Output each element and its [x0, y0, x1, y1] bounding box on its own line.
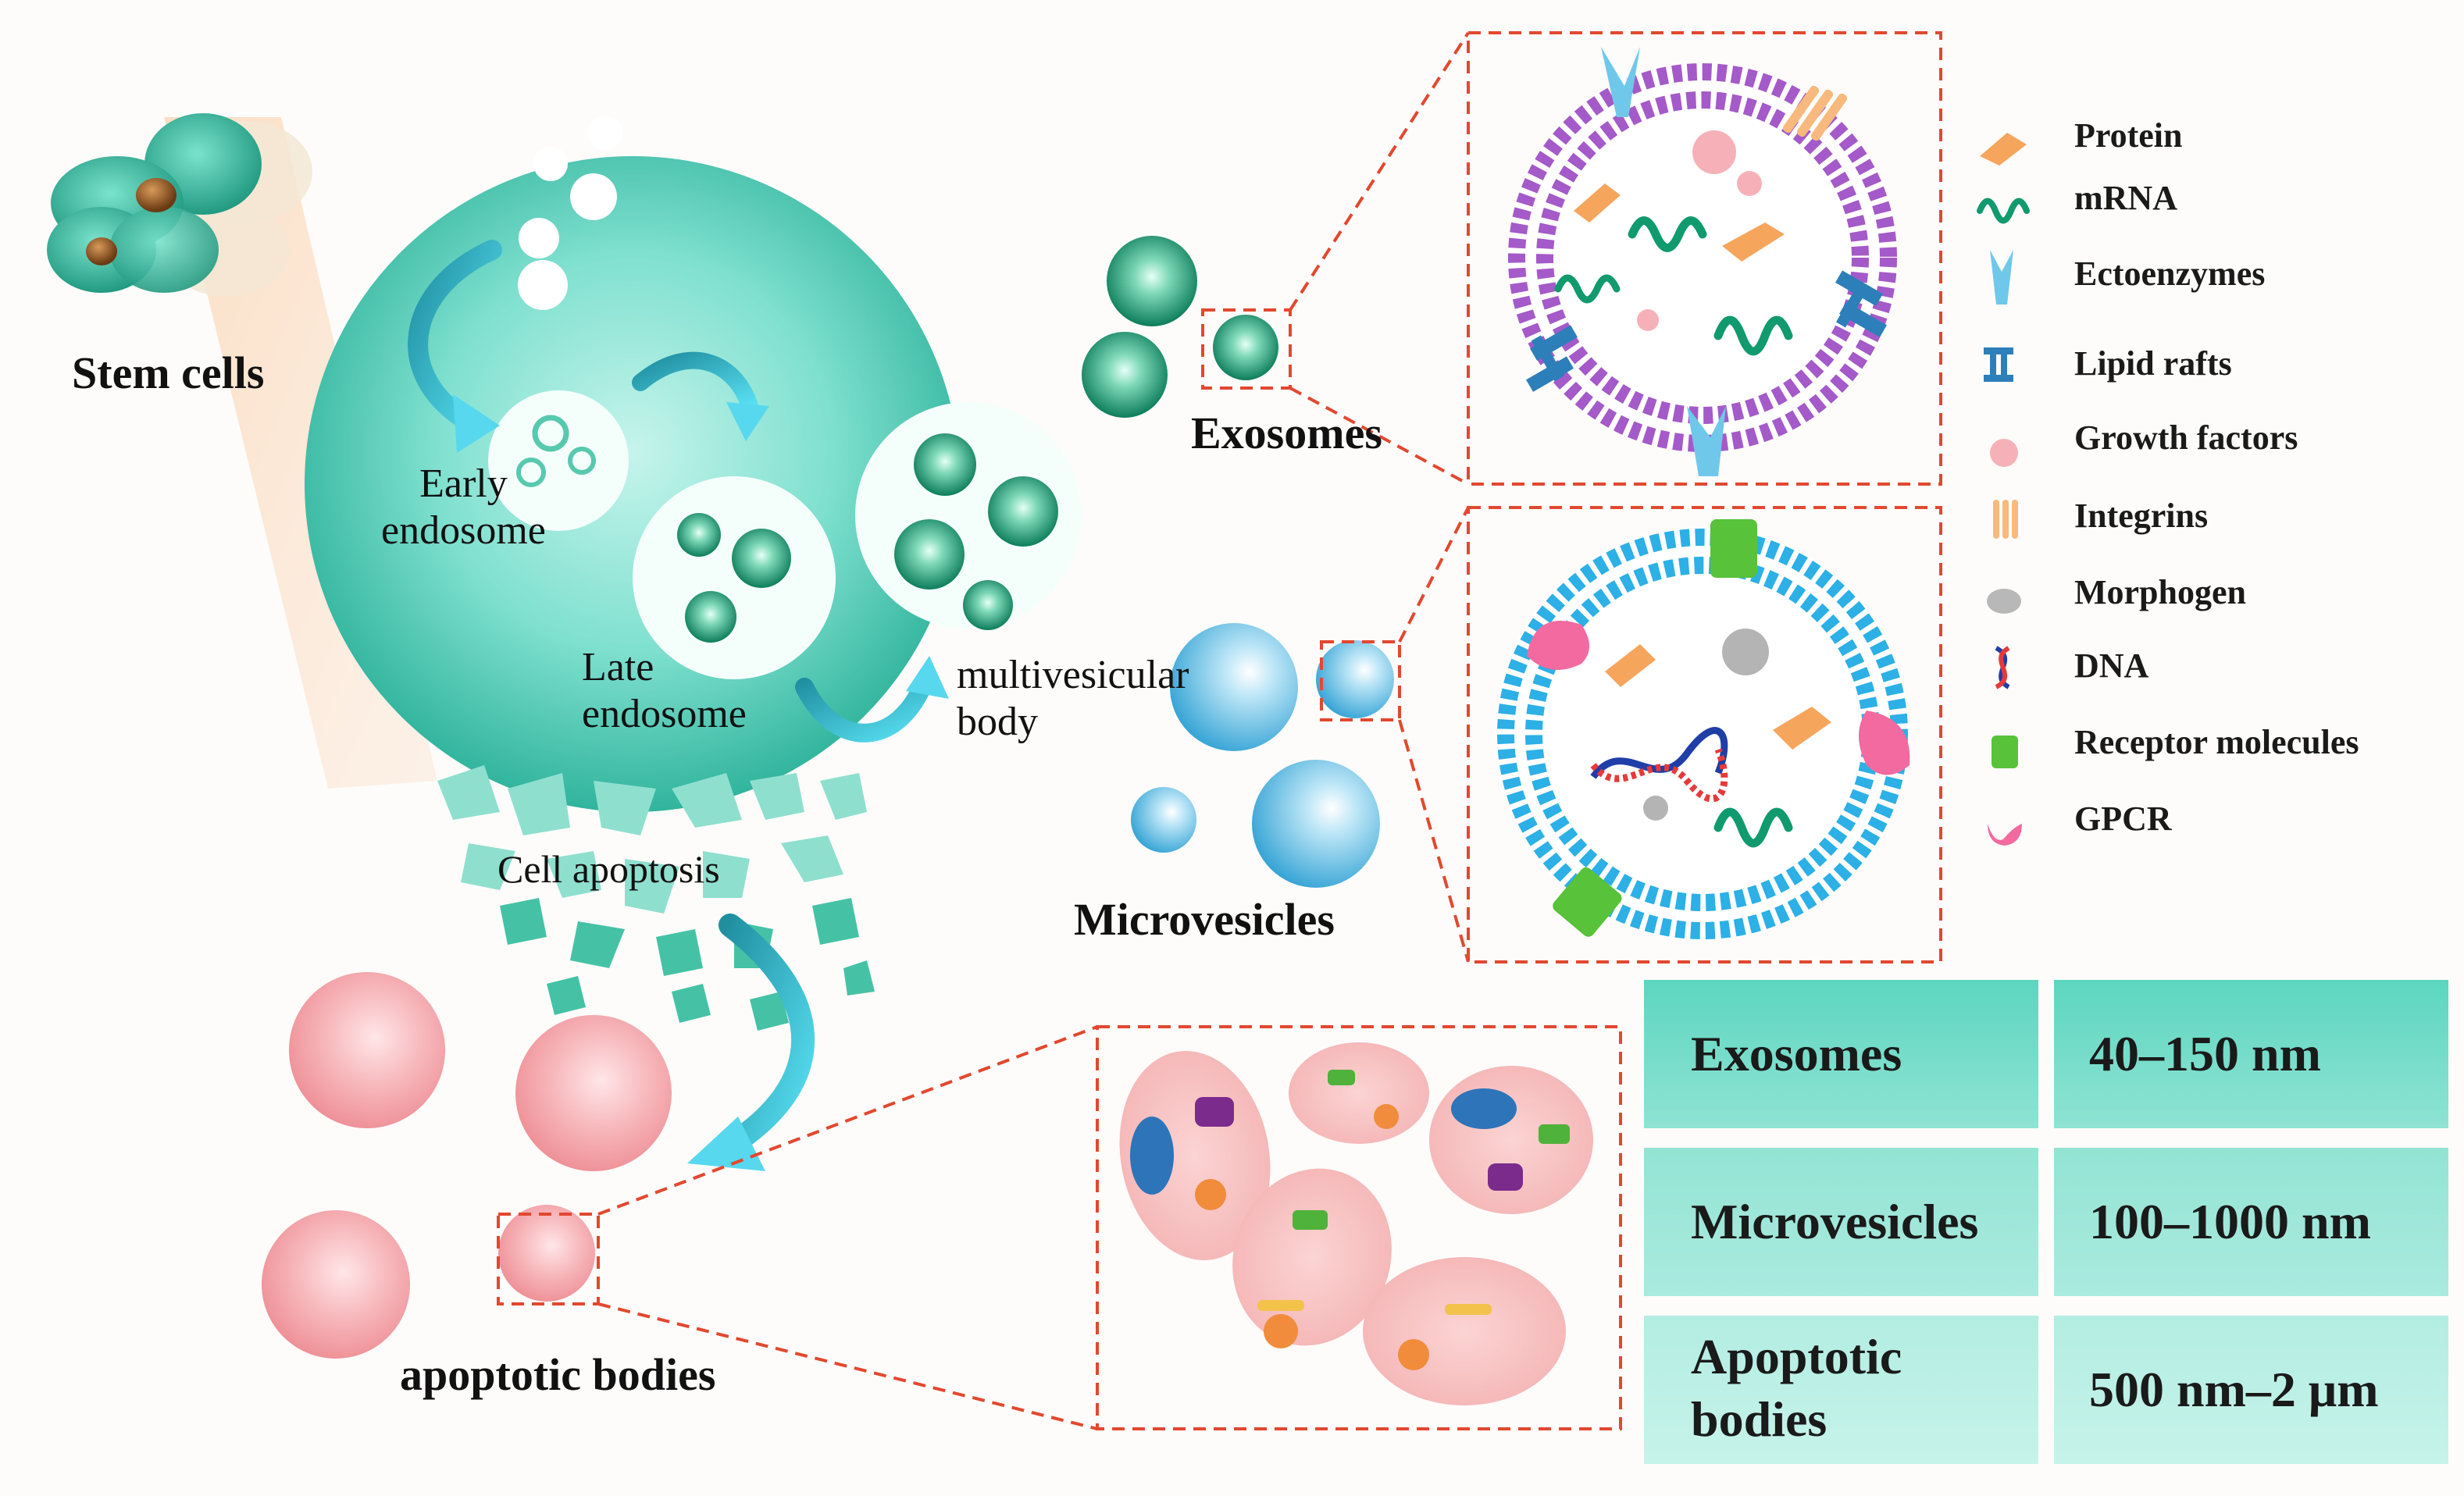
- legend-label-dna: DNA: [2074, 646, 2149, 685]
- size-table-name-apoptotic-bodies: Apoptotic bodies: [1691, 1329, 1902, 1447]
- dna-icon: [1995, 646, 2010, 689]
- legend-label-lipid-rafts: Lipid rafts: [2074, 344, 2232, 383]
- late-endosome-label: Late endosome: [582, 645, 747, 736]
- integrin-icon: [1993, 500, 2018, 539]
- early-endosome-label: Early endosome: [381, 461, 546, 553]
- legend-label-growth-factors: Growth factors: [2074, 419, 2298, 457]
- legend-label-ectoenzymes: Ectoenzymes: [2074, 255, 2266, 293]
- size-table-name-microvesicles: Microvesicles: [1691, 1194, 1979, 1249]
- legend-label-integrins: Integrins: [2074, 497, 2209, 535]
- exosome-detail-box: [1467, 31, 1942, 486]
- microvesicle-vesicles: [1131, 623, 1394, 888]
- legend-label-receptor-molecules: Receptor molecules: [2074, 723, 2359, 761]
- lipid-raft-icon: [1984, 347, 2013, 382]
- apoptosis-arrow: [715, 914, 815, 1159]
- size-table-size-exosomes: 40–150 nm: [2089, 1026, 2321, 1081]
- multivesicular-body-label: multivesicular body: [957, 653, 1189, 744]
- microvesicle-detail-box: [1467, 506, 1942, 963]
- microvesicle-detail: [1496, 519, 1910, 941]
- size-table-size-microvesicles: 100–1000 nm: [2089, 1194, 2371, 1249]
- size-table-size-apoptotic-bodies: 500 nm–2 μm: [2089, 1362, 2379, 1417]
- parent-cell: [305, 116, 1226, 1031]
- microvesicles-label: Microvesicles: [1074, 894, 1335, 945]
- legend-label-protein: Protein: [2074, 116, 2183, 155]
- ectoenzyme-icon: [1990, 250, 2013, 305]
- exosome-vesicles: [1082, 236, 1278, 418]
- size-table-cells: [1644, 980, 2448, 1464]
- callout-lines: [497, 31, 1942, 1430]
- protein-icon: [1980, 133, 2027, 166]
- growth-factor-icon: [1990, 439, 2018, 467]
- morphogen-icon: [1987, 589, 2021, 614]
- stem-cells-cluster: [47, 113, 312, 297]
- legend-label-mrna: mRNA: [2074, 179, 2177, 217]
- apoptotic-body-detail: [1119, 1042, 1593, 1405]
- legend-label-gpcr: GPCR: [2074, 800, 2172, 838]
- apoptotic-bodies-label: apoptotic bodies: [400, 1349, 716, 1400]
- receptor-icon: [1992, 736, 2018, 768]
- size-table-name-exosomes: Exosomes: [1691, 1026, 1902, 1081]
- exosome-detail: [1508, 47, 1897, 476]
- legend-label-morphogen: Morphogen: [2074, 573, 2246, 611]
- apoptotic-body-vesicles: [262, 972, 672, 1359]
- exosomes-label: Exosomes: [1191, 408, 1382, 458]
- apoptotic-body-detail-box: [1096, 1025, 1622, 1430]
- gpcr-icon: [1988, 824, 2022, 846]
- mrna-icon: [1977, 198, 2030, 224]
- cell-apoptosis-label: Cell apoptosis: [497, 847, 720, 891]
- stem-cells-label: Stem cells: [72, 347, 265, 398]
- legend-icons: [1977, 133, 2030, 846]
